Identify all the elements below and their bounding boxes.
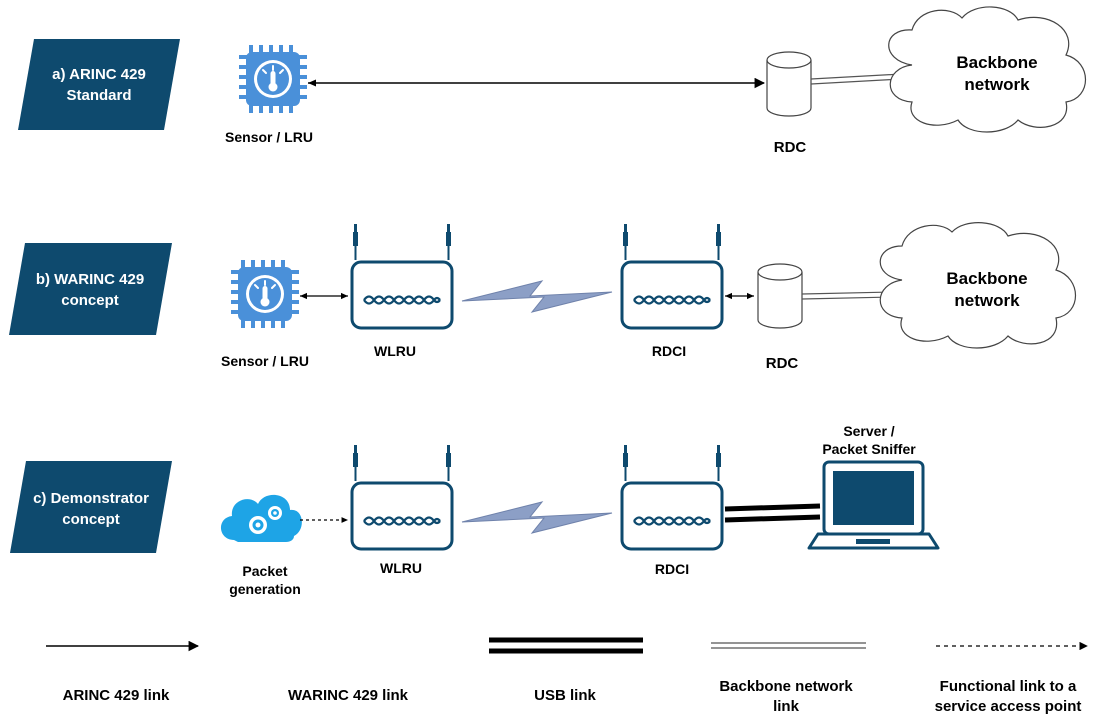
wireless-router-icon (350, 443, 454, 551)
database-cylinder-icon (757, 263, 803, 329)
cloud-icon (888, 6, 1087, 133)
backbone-a-line1: Backbone (956, 53, 1037, 72)
backbone-link-b (801, 291, 893, 300)
row-label-c-line1: c) Demonstrator (33, 490, 149, 507)
wireless-router-icon (620, 443, 724, 551)
rdci-c-label: RDCI (655, 561, 689, 577)
wlru-c-label: WLRU (380, 560, 422, 576)
legend-usb-label: USB link (534, 687, 596, 704)
legend-backbone-line2: link (773, 698, 799, 715)
rdci-b-label: RDCI (652, 343, 686, 359)
cloud-icon (879, 222, 1077, 349)
row-label-a: a) ARINC 429 Standard (18, 39, 180, 130)
usb-link-c (724, 503, 821, 523)
gears-cloud-icon (220, 494, 302, 542)
rdc-b-label: RDC (766, 355, 799, 372)
legend-usb-line (489, 637, 643, 654)
database-cylinder-icon (766, 51, 812, 117)
row-label-a-line1: a) ARINC 429 (52, 66, 146, 83)
packet-c-line2: generation (229, 581, 301, 597)
wireless-router-icon (620, 222, 724, 330)
backbone-a-line2: network (964, 75, 1030, 94)
sensor-b-label: Sensor / LRU (221, 353, 309, 369)
backbone-b-line2: network (954, 291, 1020, 310)
rdc-a-label: RDC (774, 139, 807, 156)
row-label-b-line1: b) WARINC 429 (36, 271, 144, 288)
legend-backbone-line1: Backbone network (719, 678, 853, 695)
row-label-c: c) Demonstrator concept (10, 461, 172, 553)
warinc-wireless-link-b (461, 280, 613, 313)
legend-arinc-label: ARINC 429 link (63, 687, 170, 704)
warinc-wireless-link-c (461, 501, 613, 534)
row-label-b-line2: concept (61, 292, 119, 309)
row-label-a-line2: Standard (66, 87, 131, 104)
sensor-chip-icon (238, 44, 308, 114)
sensor-a-label: Sensor / LRU (225, 129, 313, 145)
wireless-router-icon (350, 222, 454, 330)
legend-functional-line2: service access point (935, 698, 1082, 715)
laptop-icon (807, 460, 940, 550)
legend-functional-line1: Functional link to a (940, 678, 1077, 695)
legend-warinc-label: WARINC 429 link (288, 687, 409, 704)
row-label-b: b) WARINC 429 concept (9, 243, 172, 335)
backbone-b-line1: Backbone (946, 269, 1027, 288)
row-label-c-line2: concept (62, 511, 120, 528)
backbone-link-a (810, 73, 903, 85)
wlru-b-label: WLRU (374, 343, 416, 359)
packet-c-line1: Packet (242, 563, 287, 579)
sensor-chip-icon (230, 259, 300, 329)
server-c-line1: Server / (843, 423, 894, 439)
server-c-line2: Packet Sniffer (822, 441, 916, 457)
legend-backbone-line (711, 642, 866, 649)
